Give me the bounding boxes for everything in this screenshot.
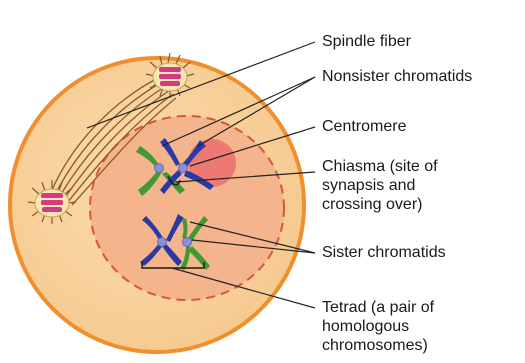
label-tetrad: Tetrad (a pair of homologous chromosomes…	[322, 298, 434, 355]
centromere-icon	[183, 238, 192, 247]
label-chiasma: Chiasma (site of synapsis and crossing o…	[322, 157, 438, 214]
label-centromere: Centromere	[322, 117, 406, 136]
label-tetrad-line-2: homologous	[322, 317, 434, 336]
label-chiasma-line-2: synapsis and	[322, 176, 438, 195]
label-sister-chromatids: Sister chromatids	[322, 243, 446, 262]
centromere-icon	[158, 238, 167, 247]
label-chiasma-line-3: crossing over)	[322, 195, 438, 214]
label-nonsister-chromatids: Nonsister chromatids	[322, 67, 472, 86]
label-chiasma-line-1: Chiasma (site of	[322, 157, 438, 176]
centriole-pair-top	[159, 67, 181, 86]
centromere-icon	[155, 164, 164, 173]
label-tetrad-line-1: Tetrad (a pair of	[322, 298, 434, 317]
label-spindle-fiber: Spindle fiber	[322, 32, 411, 51]
centriole-pair-bottom	[41, 193, 63, 212]
label-tetrad-line-3: chromosomes)	[322, 336, 434, 355]
centromere-icon	[179, 164, 188, 173]
